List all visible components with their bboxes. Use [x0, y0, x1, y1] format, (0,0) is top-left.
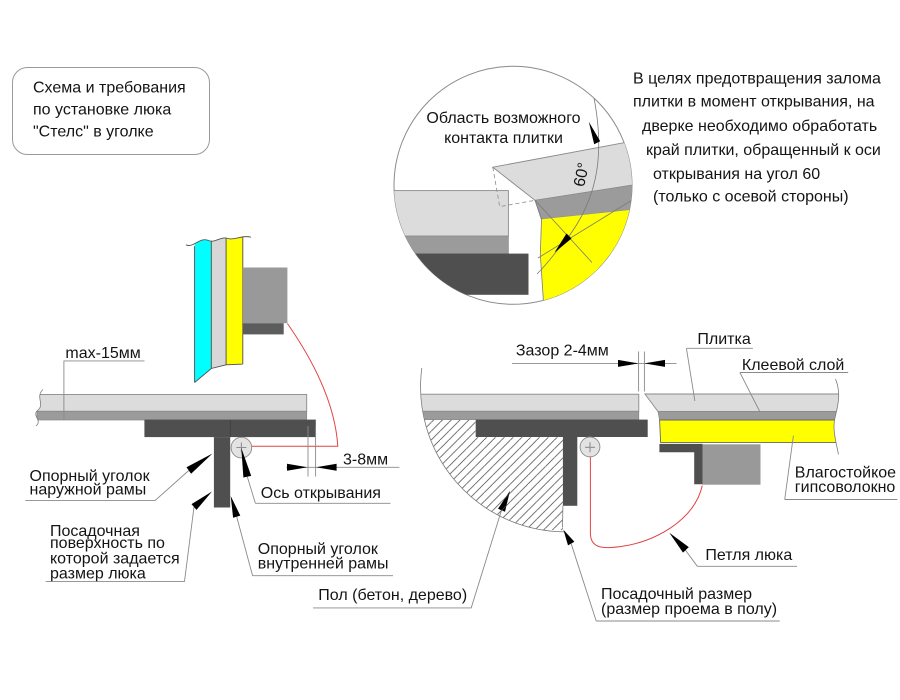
svg-text:Посадочная: Посадочная [50, 523, 140, 540]
svg-text:Область возможного: Область возможного [426, 110, 580, 127]
svg-text:наружной рамы: наружной рамы [30, 482, 147, 499]
svg-text:внутренней рамы: внутренней рамы [258, 555, 389, 572]
svg-text:по установке люка: по установке люка [33, 101, 171, 118]
svg-text:Плитка: Плитка [697, 331, 750, 348]
svg-text:(размер проема в полу): (размер проема в полу) [601, 601, 777, 618]
svg-text:контакта плитки: контакта плитки [444, 130, 563, 147]
svg-text:В целях предотвращения залома: В целях предотвращения залома [633, 70, 881, 87]
svg-text:Влагостойкое: Влагостойкое [795, 465, 896, 482]
svg-text:(только с осевой стороны): (только с осевой стороны) [653, 189, 849, 206]
svg-text:плитки в момент открывания, на: плитки в момент открывания, на [633, 94, 875, 111]
svg-text:max-15мм: max-15мм [65, 345, 140, 362]
svg-text:гипсоволокно: гипсоволокно [795, 479, 896, 496]
svg-text:поверхность по: поверхность по [50, 535, 165, 552]
svg-text:открывания на угол 60: открывания на угол 60 [653, 166, 820, 183]
svg-text:Зазор 2-4мм: Зазор 2-4мм [516, 343, 609, 360]
svg-text:60°: 60° [571, 161, 593, 188]
svg-text:которой задается: которой задается [50, 550, 180, 567]
svg-text:Пол (бетон, дерево): Пол (бетон, дерево) [318, 587, 467, 604]
svg-text:Схема и требования: Схема и требования [33, 79, 186, 96]
svg-text:Ось открывания: Ось открывания [261, 485, 381, 502]
svg-text:Клеевой слой: Клеевой слой [742, 357, 844, 374]
svg-text:Опорный уголок: Опорный уголок [30, 468, 151, 485]
svg-text:Посадочный размер: Посадочный размер [601, 586, 752, 603]
svg-text:край плитки, обращенный к оси: край плитки, обращенный к оси [646, 142, 881, 159]
svg-text:Опорный уголок: Опорный уголок [258, 541, 379, 558]
svg-text:"Стелс" в уголке: "Стелс" в уголке [33, 123, 154, 140]
svg-text:3-8мм: 3-8мм [343, 451, 388, 468]
svg-text:размер люка: размер люка [50, 565, 146, 582]
svg-text:Петля люка: Петля люка [705, 547, 792, 564]
svg-text:дверке необходимо обработать: дверке необходимо обработать [642, 118, 877, 135]
